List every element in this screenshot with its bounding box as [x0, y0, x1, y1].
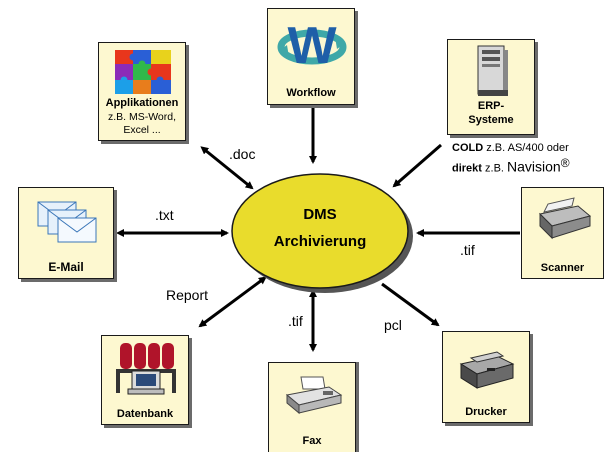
workflow-logo-letter: W	[287, 17, 337, 75]
center-label: DMS Archivierung	[232, 200, 408, 262]
applikationen-label: Applikationen	[105, 97, 179, 109]
envelope-icon	[37, 201, 97, 243]
connector-drucker	[381, 282, 440, 327]
erp-note-line2: direkt z.B. Navision®	[452, 156, 602, 177]
cold-detail: z.B. AS/400 oder	[483, 142, 569, 154]
datenbank-node: Datenbank	[101, 335, 189, 425]
scanner-node: Scanner	[521, 187, 604, 279]
connector-erp	[392, 143, 442, 188]
center-subtitle: Archivierung	[273, 233, 367, 250]
erp-label-line1: ERP-	[477, 100, 505, 112]
edge-label-tif-scanner: .tif	[460, 242, 475, 258]
registered-mark: ®	[560, 156, 570, 170]
center-title: DMS	[303, 206, 337, 223]
applikationen-sub2: Excel ...	[123, 124, 161, 136]
edge-label-tif-fax: .tif	[288, 313, 303, 329]
workflow-icon: W	[277, 17, 347, 75]
erp-note: COLD z.B. AS/400 oder direkt z.B. Navisi…	[452, 141, 602, 177]
applikationen-node: Applikationen z.B. MS-Word, Excel ...	[98, 42, 186, 141]
direkt-detail: z.B.	[481, 162, 508, 175]
scanner-icon	[538, 197, 592, 240]
connector-datenbank	[198, 276, 267, 328]
database-computer-icon	[116, 343, 176, 395]
erp-node: ERP- Systeme	[447, 39, 535, 135]
edge-label-txt: .txt	[155, 207, 174, 223]
workflow-node: W Workflow	[267, 8, 355, 105]
cold-text: COLD	[452, 142, 484, 154]
puzzle-icon	[115, 50, 171, 94]
datenbank-label: Datenbank	[116, 408, 174, 420]
navision-text: Navision	[507, 158, 561, 175]
edge-label-doc: .doc	[229, 146, 256, 162]
center-ellipse	[231, 173, 409, 289]
connector-applikationen	[200, 146, 254, 190]
applikationen-sub1: z.B. MS-Word,	[107, 111, 177, 123]
scanner-label: Scanner	[540, 262, 585, 274]
server-tower-icon	[477, 45, 508, 96]
fax-icon	[285, 376, 343, 415]
drucker-node: Drucker	[442, 331, 530, 423]
edge-label-report: Report	[166, 287, 209, 303]
printer-icon	[459, 351, 515, 389]
direkt-text: direkt	[452, 162, 482, 175]
erp-note-line1: COLD z.B. AS/400 oder	[452, 141, 602, 156]
drucker-label: Drucker	[465, 406, 507, 418]
email-label: E-Mail	[48, 260, 84, 274]
erp-label-line2: Systeme	[468, 114, 514, 126]
edge-label-pcl: pcl	[384, 317, 402, 333]
workflow-label: Workflow	[286, 87, 336, 99]
fax-node: Fax	[268, 362, 356, 452]
email-node: E-Mail	[18, 187, 114, 279]
fax-label: Fax	[302, 435, 322, 447]
